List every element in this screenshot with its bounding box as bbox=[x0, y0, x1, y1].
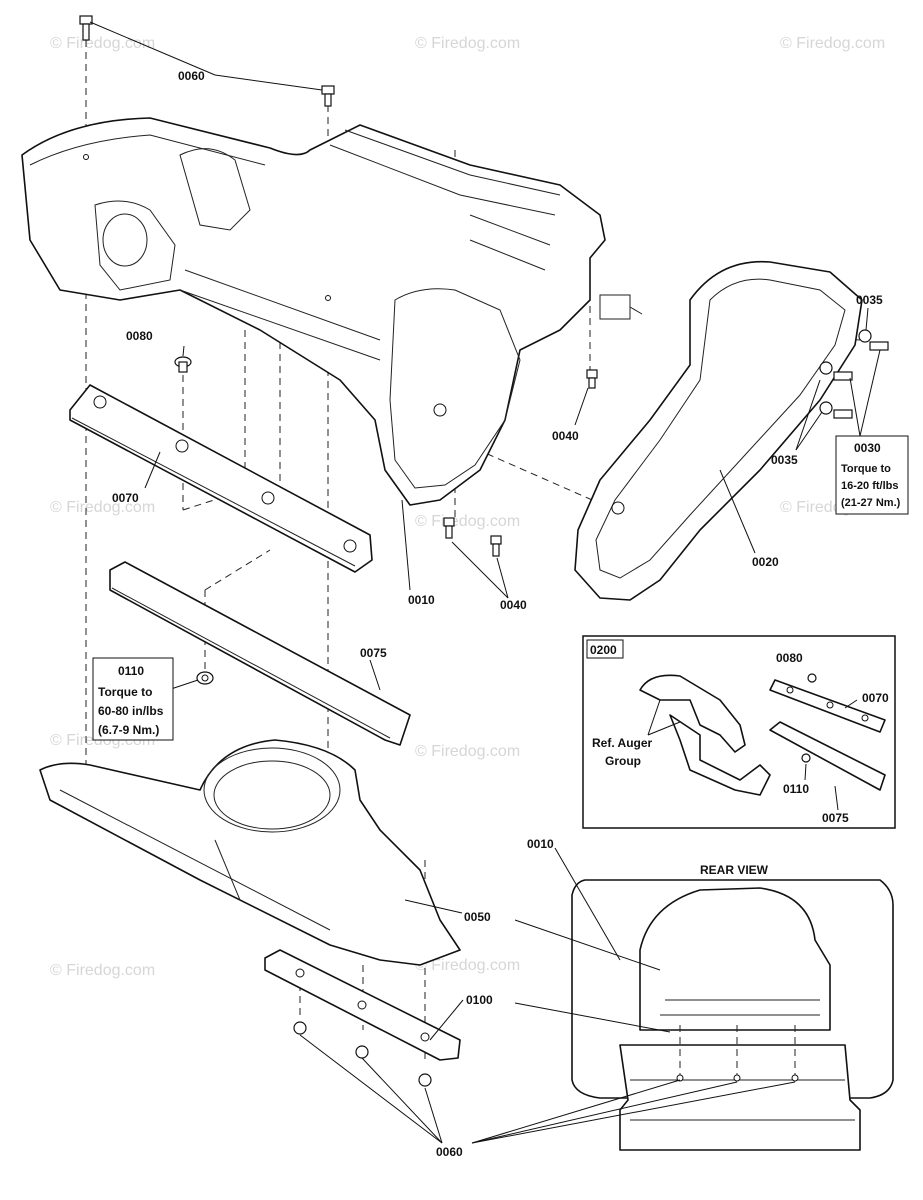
bolt-icon bbox=[79, 15, 93, 41]
fasteners bbox=[79, 15, 889, 1087]
nut-icon bbox=[418, 1073, 432, 1087]
callout-0070: 0070 bbox=[862, 691, 889, 705]
torque-0030-line2: 16-20 ft/lbs bbox=[841, 480, 898, 492]
bolt-icon bbox=[819, 361, 853, 381]
scraper-bar bbox=[69, 384, 373, 573]
nut-icon bbox=[807, 673, 817, 683]
torque-0110-line1: Torque to bbox=[98, 685, 152, 699]
torque-0030-line3: (21-27 Nm.) bbox=[841, 497, 901, 509]
ref-auger-line1: Ref. Auger bbox=[592, 736, 653, 750]
callout-0040: 0040 bbox=[552, 429, 579, 443]
watermark: © Firedog.com bbox=[50, 962, 155, 979]
watermark: © Firedog.com bbox=[415, 957, 520, 974]
bolt-icon bbox=[490, 535, 502, 557]
rear-view-title: REAR VIEW bbox=[700, 863, 769, 877]
torque-box-0110: 0110 Torque to 60-80 in/lbs (6.7-9 Nm.) bbox=[92, 657, 174, 741]
ref-auger-line2: Group bbox=[605, 754, 641, 768]
nut-icon bbox=[355, 1045, 369, 1059]
callout-0070: 0070 bbox=[112, 491, 139, 505]
torque-0110-line3: (6.7-9 Nm.) bbox=[98, 723, 159, 737]
inset-label: 0200 bbox=[590, 643, 617, 657]
callout-0010: 0010 bbox=[527, 837, 554, 851]
inset-0200: 0200 0080 0070 0110 0075 Ref. Auger Grou… bbox=[582, 635, 896, 829]
watermark: © Firedog.com bbox=[50, 35, 155, 52]
callout-0110: 0110 bbox=[118, 664, 144, 678]
watermark: © Firedog.com bbox=[780, 35, 885, 52]
callout-0050: 0050 bbox=[464, 910, 491, 924]
nut-icon bbox=[293, 1021, 307, 1035]
callout-0060: 0060 bbox=[436, 1145, 463, 1159]
bolt-icon bbox=[174, 356, 192, 373]
watermark: © Firedog.com bbox=[415, 513, 520, 530]
chute-base bbox=[39, 739, 461, 966]
bolt-icon bbox=[321, 85, 335, 107]
bolt-icon bbox=[858, 329, 889, 351]
callout-0075: 0075 bbox=[360, 646, 387, 660]
torque-0030-line1: Torque to bbox=[841, 463, 891, 475]
belt-cover bbox=[574, 260, 863, 601]
watermark: © Firedog.com bbox=[50, 499, 155, 516]
callout-0035: 0035 bbox=[856, 293, 883, 307]
callout-0010: 0010 bbox=[408, 593, 435, 607]
callout-0110: 0110 bbox=[783, 782, 809, 796]
callout-0060: 0060 bbox=[178, 69, 205, 83]
bottom-bar bbox=[264, 949, 461, 1061]
callout-0030: 0030 bbox=[854, 441, 881, 455]
watermark: © Firedog.com bbox=[415, 743, 520, 760]
nut-icon bbox=[196, 671, 214, 685]
rear-view: REAR VIEW bbox=[571, 863, 894, 1151]
torque-0110-line2: 60-80 in/lbs bbox=[98, 704, 164, 718]
leader-lines bbox=[89, 21, 881, 1144]
auger-housing bbox=[21, 117, 643, 506]
callout-0080: 0080 bbox=[126, 329, 153, 343]
watermark: © Firedog.com bbox=[415, 35, 520, 52]
bolt-icon bbox=[819, 401, 853, 419]
callout-0075: 0075 bbox=[822, 811, 849, 825]
bar-0075 bbox=[109, 561, 411, 746]
bolt-icon bbox=[443, 517, 455, 539]
bolt-icon bbox=[586, 369, 598, 389]
callout-0080: 0080 bbox=[776, 651, 803, 665]
torque-box-0030: 0030 Torque to 16-20 ft/lbs (21-27 Nm.) bbox=[835, 435, 909, 515]
callout-0035: 0035 bbox=[771, 453, 798, 467]
callout-0100: 0100 bbox=[466, 993, 493, 1007]
callout-0020: 0020 bbox=[752, 555, 779, 569]
callouts: 0060 0080 0070 0040 0010 0040 0035 0035 … bbox=[112, 69, 883, 1159]
nut-icon bbox=[801, 753, 811, 763]
callout-0040: 0040 bbox=[500, 598, 527, 612]
